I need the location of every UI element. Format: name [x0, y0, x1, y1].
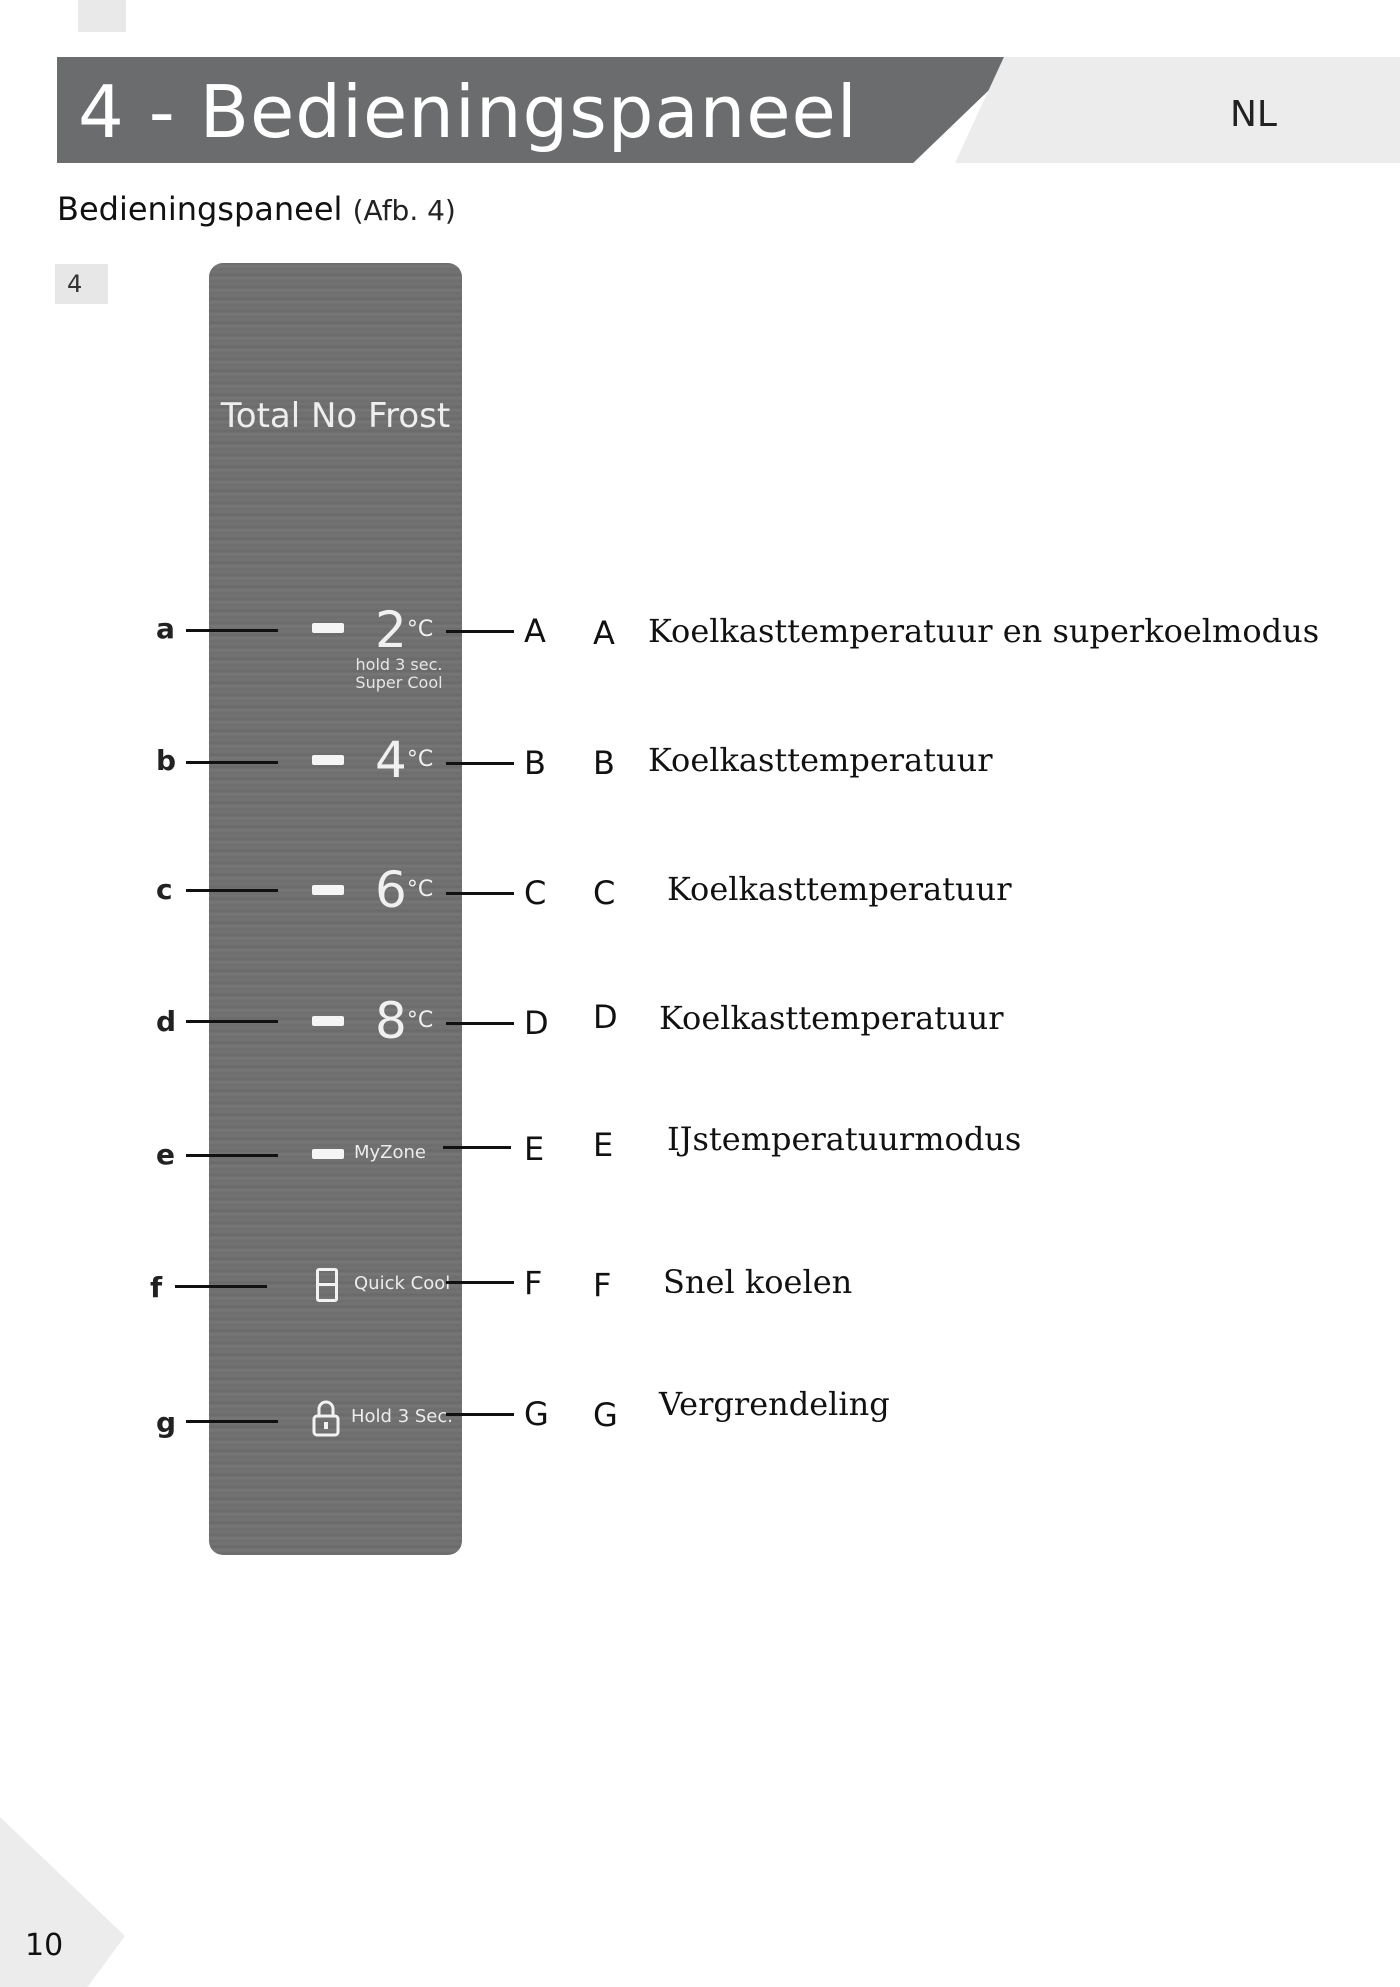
legend-letter-G: G: [593, 1396, 618, 1434]
callout-line-d: [186, 1020, 278, 1023]
temp-indicator-dash-4: [312, 755, 344, 765]
temp-indicator-dash-2: [312, 623, 344, 633]
legend-text-D: Koelkasttemperatuur: [659, 999, 1004, 1037]
section-heading-text: Bedieningspaneel: [57, 190, 343, 228]
callout-line-A: [446, 630, 514, 633]
header-band: [57, 57, 1019, 163]
callout-line-e: [186, 1154, 278, 1157]
super-cool-hint: hold 3 sec. Super Cool: [349, 656, 449, 692]
myzone-indicator-dash: [312, 1149, 344, 1159]
temp-4-label: 4°C: [375, 735, 433, 785]
callout-left-a: a: [156, 612, 175, 645]
temp-2-label: 2°C: [375, 605, 433, 655]
temp-8-unit: °C: [406, 1008, 434, 1033]
language-band: [955, 57, 1400, 163]
callout-line-G: [446, 1413, 514, 1416]
hold-hint: hold 3 sec.: [355, 655, 443, 674]
temp-indicator-dash-6: [312, 885, 344, 895]
legend-text-A: Koelkasttemperatuur en superkoelmodus: [648, 612, 1320, 650]
figure-reference: (Afb. 4): [352, 194, 456, 227]
lock-icon: [311, 1398, 341, 1438]
fridge-icon: [316, 1268, 338, 1302]
temp-8-label: 8°C: [375, 996, 433, 1046]
callout-line-b: [186, 761, 278, 764]
temp-indicator-dash-8: [312, 1016, 344, 1026]
super-cool-label: Super Cool: [355, 673, 443, 692]
callout-right-G: G: [524, 1395, 549, 1433]
control-panel-illustration: Total No Frost 2°C hold 3 sec. Super Coo…: [209, 263, 462, 1555]
callout-left-d: d: [156, 1005, 177, 1038]
temp-4-unit: °C: [406, 747, 434, 772]
callout-right-D: D: [524, 1004, 549, 1042]
temp-6-unit: °C: [406, 877, 434, 902]
callout-right-E: E: [524, 1130, 545, 1168]
temp-6-value: 6: [375, 861, 407, 919]
legend-text-C: Koelkasttemperatuur: [667, 870, 1012, 908]
callout-right-A: A: [524, 612, 546, 650]
legend-letter-B: B: [593, 744, 615, 782]
language-label: NL: [1230, 94, 1277, 135]
callout-line-C: [446, 892, 514, 895]
myzone-label: MyZone: [354, 1142, 427, 1163]
page-number: 10: [25, 1928, 64, 1963]
figure-number-badge: 4: [55, 264, 108, 304]
legend-letter-E: E: [593, 1126, 614, 1164]
callout-line-c: [186, 889, 278, 892]
legend-text-B: Koelkasttemperatuur: [648, 741, 993, 779]
lock-label: Hold 3 Sec.: [351, 1406, 453, 1427]
page-title: 4 - Bedieningspaneel: [78, 70, 858, 154]
callout-left-e: e: [156, 1138, 175, 1171]
temp-2-unit: °C: [406, 617, 434, 642]
temp-2-value: 2: [375, 601, 407, 659]
legend-letter-C: C: [593, 874, 616, 912]
legend-text-E: IJstemperatuurmodus: [667, 1120, 1022, 1158]
legend-letter-A: A: [593, 614, 615, 652]
legend-letter-F: F: [593, 1266, 612, 1304]
legend-text-F: Snel koelen: [663, 1263, 853, 1301]
callout-left-f: f: [150, 1271, 163, 1304]
top-tab-decoration: [78, 0, 126, 32]
callout-right-F: F: [524, 1264, 543, 1302]
callout-line-F: [446, 1281, 514, 1284]
callout-line-a: [186, 629, 278, 632]
temp-6-label: 6°C: [375, 865, 433, 915]
callout-line-D: [446, 1022, 514, 1025]
callout-right-B: B: [524, 744, 546, 782]
section-heading: Bedieningspaneel (Afb. 4): [57, 190, 456, 228]
callout-left-c: c: [156, 873, 173, 906]
callout-left-b: b: [156, 744, 177, 777]
temp-8-value: 8: [375, 992, 407, 1050]
callout-line-f: [175, 1285, 267, 1288]
callout-right-C: C: [524, 874, 547, 912]
legend-text-G: Vergrendeling: [659, 1385, 890, 1423]
temp-4-value: 4: [375, 731, 407, 789]
legend-letter-D: D: [593, 998, 618, 1036]
callout-left-g: g: [156, 1406, 177, 1439]
callout-line-B: [446, 762, 514, 765]
callout-line-g: [186, 1420, 278, 1423]
panel-title: Total No Frost: [220, 396, 451, 436]
quick-cool-label: Quick Cool: [354, 1273, 451, 1294]
callout-line-E: [443, 1146, 511, 1149]
